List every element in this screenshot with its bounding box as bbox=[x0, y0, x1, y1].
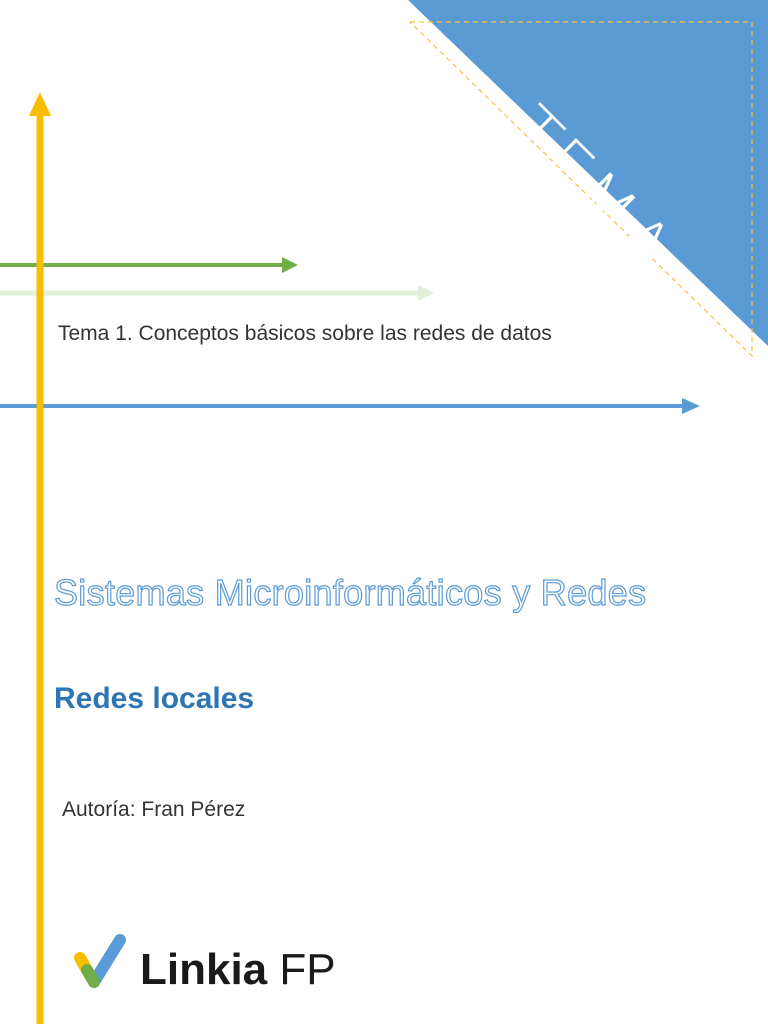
green-arrow bbox=[0, 257, 298, 273]
light-green-arrow bbox=[0, 285, 434, 301]
blue-arrow bbox=[0, 398, 700, 414]
module-title: Redes locales bbox=[54, 682, 255, 715]
topic-subtitle: Tema 1. Conceptos básicos sobre las rede… bbox=[58, 322, 552, 345]
yellow-vertical-arrow bbox=[29, 92, 51, 1024]
course-title: Sistemas Microinformáticos y Redes bbox=[53, 571, 647, 613]
corner-triangle bbox=[408, 0, 768, 346]
author-credit: Autoría: Fran Pérez bbox=[62, 798, 246, 821]
logo-brand: Linkia bbox=[140, 945, 268, 994]
corner-dashed-border bbox=[409, 21, 753, 358]
logo-wordmark: Linkia FP bbox=[140, 948, 336, 992]
linkia-fp-logo: Linkia FP bbox=[72, 928, 336, 992]
checkmark-icon bbox=[74, 934, 126, 988]
logo-suffix: FP bbox=[279, 945, 336, 994]
